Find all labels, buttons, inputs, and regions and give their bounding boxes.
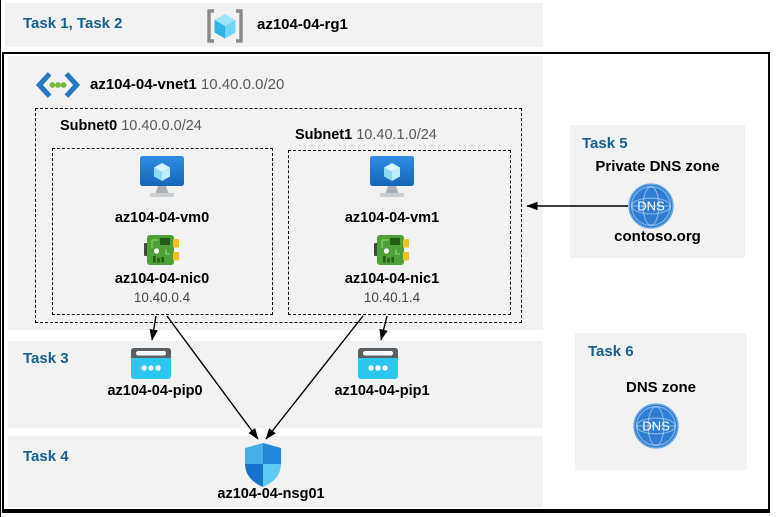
dns-zone-title: DNS zone <box>625 379 696 396</box>
vm1-label: az104-04-vm1 <box>344 210 440 226</box>
task4-label: Task 4 <box>23 448 69 465</box>
dns-zone-icon: DNS <box>633 403 679 449</box>
nsg-icon <box>244 443 282 487</box>
subnet0-box <box>52 148 273 315</box>
subnet1-cidr: 10.40.1.0/24 <box>356 127 437 143</box>
task1-task2-band: Task 1, Task 2 az104-04-rg1 <box>5 3 543 47</box>
nic1-label: az104-04-nic1 <box>344 271 440 287</box>
image-left-border <box>0 0 1 517</box>
pip1-icon <box>358 348 398 379</box>
pip0-label: az104-04-pip0 <box>107 383 203 399</box>
vnet-region <box>8 56 543 330</box>
vnet-icon <box>36 71 80 99</box>
contoso-label: contoso.org <box>614 228 701 245</box>
pip0-icon <box>131 348 171 379</box>
vnet-name: az104-04-vnet1 <box>90 76 197 93</box>
vnet-cidr: 10.40.0.0/20 <box>200 76 285 93</box>
nic0-icon <box>144 232 180 268</box>
vm0-icon <box>138 156 186 200</box>
nsg-label: az104-04-nsg01 <box>217 486 325 502</box>
resource-group-label: az104-04-rg1 <box>257 16 348 33</box>
nic0-ip: 10.40.0.4 <box>133 290 191 305</box>
subnet1-box <box>288 150 511 315</box>
subnet0-cidr: 10.40.0.0/24 <box>121 118 202 134</box>
task3-band: Task 3 az104-04-pip0 az104-04-pip1 <box>8 341 543 428</box>
task6-label: Task 6 <box>588 343 634 360</box>
vnet-label: az104-04-vnet1 10.40.0.0/20 <box>90 76 284 93</box>
diagram-frame <box>2 52 770 513</box>
vm1-icon <box>368 156 416 200</box>
task3-label: Task 3 <box>23 350 69 367</box>
nic1-icon <box>374 232 410 268</box>
pip1-label: az104-04-pip1 <box>334 383 430 399</box>
subnet0-name: Subnet0 <box>60 118 118 134</box>
task5-box: Task 5 Private DNS zone DNS contoso.org <box>570 125 745 258</box>
private-dns-zone-title: Private DNS zone <box>595 158 720 175</box>
subnet0-label: Subnet0 10.40.0.0/24 <box>60 118 202 134</box>
task6-box: Task 6 DNS zone DNS <box>575 333 747 470</box>
nic1-ip: 10.40.1.4 <box>363 290 421 305</box>
task1-task2-label: Task 1, Task 2 <box>23 15 123 32</box>
private-dns-icon: DNS <box>628 183 674 229</box>
task5-label: Task 5 <box>582 135 628 152</box>
task4-band: Task 4 az104-04-nsg01 <box>8 436 543 507</box>
nic0-label: az104-04-nic0 <box>114 271 210 287</box>
subnet1-label: Subnet1 10.40.1.0/24 <box>295 127 437 143</box>
subnet1-name: Subnet1 <box>295 127 353 143</box>
vm0-label: az104-04-vm0 <box>114 210 210 226</box>
private-dns-icon-text: DNS <box>637 199 665 214</box>
resource-group-icon <box>205 8 245 44</box>
dns-zone-icon-text: DNS <box>642 419 670 434</box>
